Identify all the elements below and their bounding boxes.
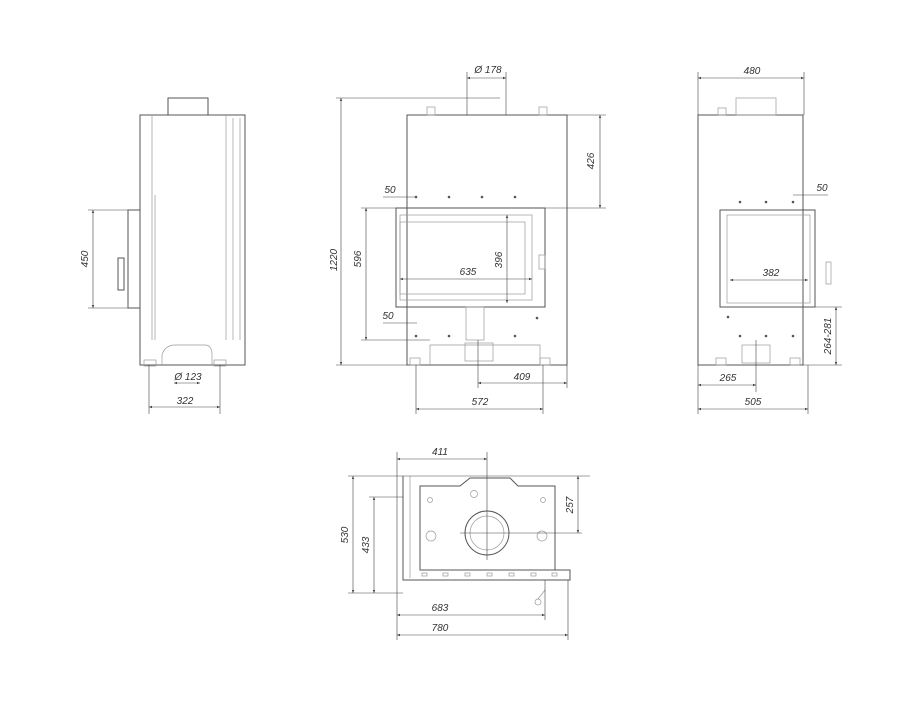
dim-596: 596 xyxy=(353,250,364,267)
door-handle xyxy=(825,261,832,285)
dim-382: 382 xyxy=(763,268,780,279)
dim-426: 426 xyxy=(586,152,597,169)
right-view: 480 50 382 264-281 265 505 xyxy=(697,66,842,414)
dim-530: 530 xyxy=(340,526,351,543)
front-body xyxy=(406,114,568,366)
top-view: 411 530 433 257 683 780 xyxy=(340,447,590,640)
dim-396: 396 xyxy=(494,251,505,268)
dim-635: 635 xyxy=(460,267,477,278)
dim-50-bottom: 50 xyxy=(382,311,394,322)
dim-683: 683 xyxy=(432,603,449,614)
dim-780: 780 xyxy=(432,623,449,634)
dim-322: 322 xyxy=(177,396,194,407)
front-view: Ø 178 1220 426 50 596 635 396 50 409 572 xyxy=(329,65,606,414)
top-outline xyxy=(402,476,571,581)
dim-1220: 1220 xyxy=(329,248,340,271)
door-handle xyxy=(538,254,546,270)
dim-480: 480 xyxy=(744,66,761,77)
dim-50-right: 50 xyxy=(816,183,828,194)
dim-433: 433 xyxy=(361,536,372,553)
door-handle xyxy=(117,257,125,291)
dim-505: 505 xyxy=(745,397,762,408)
side-view: 450 Ø 123 322 xyxy=(80,97,246,414)
dim-265: 265 xyxy=(719,373,737,384)
side-body xyxy=(139,114,246,366)
dim-409: 409 xyxy=(514,372,531,383)
dim-257: 257 xyxy=(565,496,576,514)
dim-450: 450 xyxy=(80,250,91,267)
dim-flue-123: Ø 123 xyxy=(173,372,202,383)
side-glass xyxy=(719,209,816,308)
dim-50-top: 50 xyxy=(384,185,396,196)
right-body xyxy=(697,114,804,366)
flue-collar xyxy=(167,97,209,116)
dim-411: 411 xyxy=(432,447,448,458)
dim-flue-178: Ø 178 xyxy=(473,65,502,76)
dim-264-281: 264-281 xyxy=(823,318,834,356)
dim-572: 572 xyxy=(472,397,489,408)
door-glass xyxy=(395,207,546,308)
